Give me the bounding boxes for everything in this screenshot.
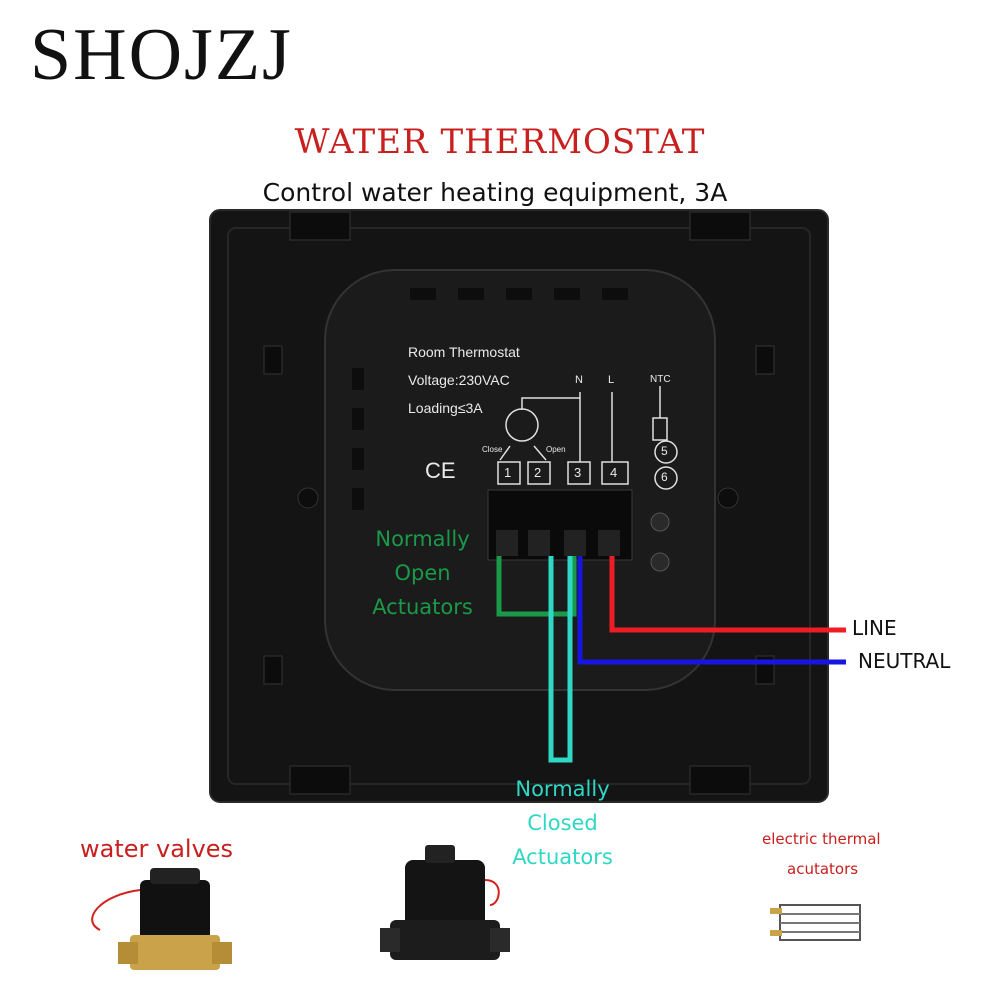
neutral-label: NEUTRAL [858, 649, 951, 673]
terminal-box-3 [567, 461, 591, 485]
ntc-terminal-6: 6 [661, 470, 668, 484]
terminal-number-3: 3 [574, 465, 582, 480]
ntc-terminal-5: 5 [661, 444, 668, 458]
neutral-wire [577, 556, 846, 665]
device-loading: Loading≤3A [408, 400, 483, 416]
water-valve-illustration [91, 868, 232, 970]
device-name: Room Thermostat [408, 344, 520, 360]
terminal-number-1: 1 [504, 465, 512, 480]
brand-logo: SHOJZJ [30, 14, 293, 96]
close-label: Close [482, 445, 503, 454]
normally-closed-label: Normally Closed Actuators [512, 777, 613, 869]
terminal-label-l: L [608, 374, 615, 386]
terminal-label-ntc: NTC [650, 374, 671, 385]
thermal-actuators-label-line1: electric thermal [762, 830, 881, 848]
thermal-actuators-label-line2: acutators [787, 860, 859, 878]
normally-closed-wire [548, 556, 573, 763]
page-subtitle: Control water heating equipment, 3A [262, 178, 728, 207]
terminal-box-2 [527, 461, 551, 485]
terminal-number-4: 4 [610, 465, 618, 480]
solenoid-valve-illustration [380, 845, 510, 960]
terminal-label-n: N [575, 374, 583, 386]
device-voltage: Voltage:230VAC [408, 372, 510, 388]
line-label: LINE [852, 616, 897, 640]
normally-open-wire [496, 556, 577, 617]
open-label: Open [546, 445, 566, 454]
terminal-number-2: 2 [534, 465, 542, 480]
water-valves-label: water valves [80, 835, 234, 863]
normally-open-label: Normally Open Actuators [372, 527, 473, 619]
thermal-actuator-illustration [770, 904, 861, 941]
terminal-box-1 [497, 461, 521, 485]
ce-mark: CE [425, 458, 456, 483]
line-wire [609, 556, 846, 633]
terminal-box-4 [601, 461, 629, 485]
page-title: WATER THERMOSTAT [294, 122, 706, 162]
